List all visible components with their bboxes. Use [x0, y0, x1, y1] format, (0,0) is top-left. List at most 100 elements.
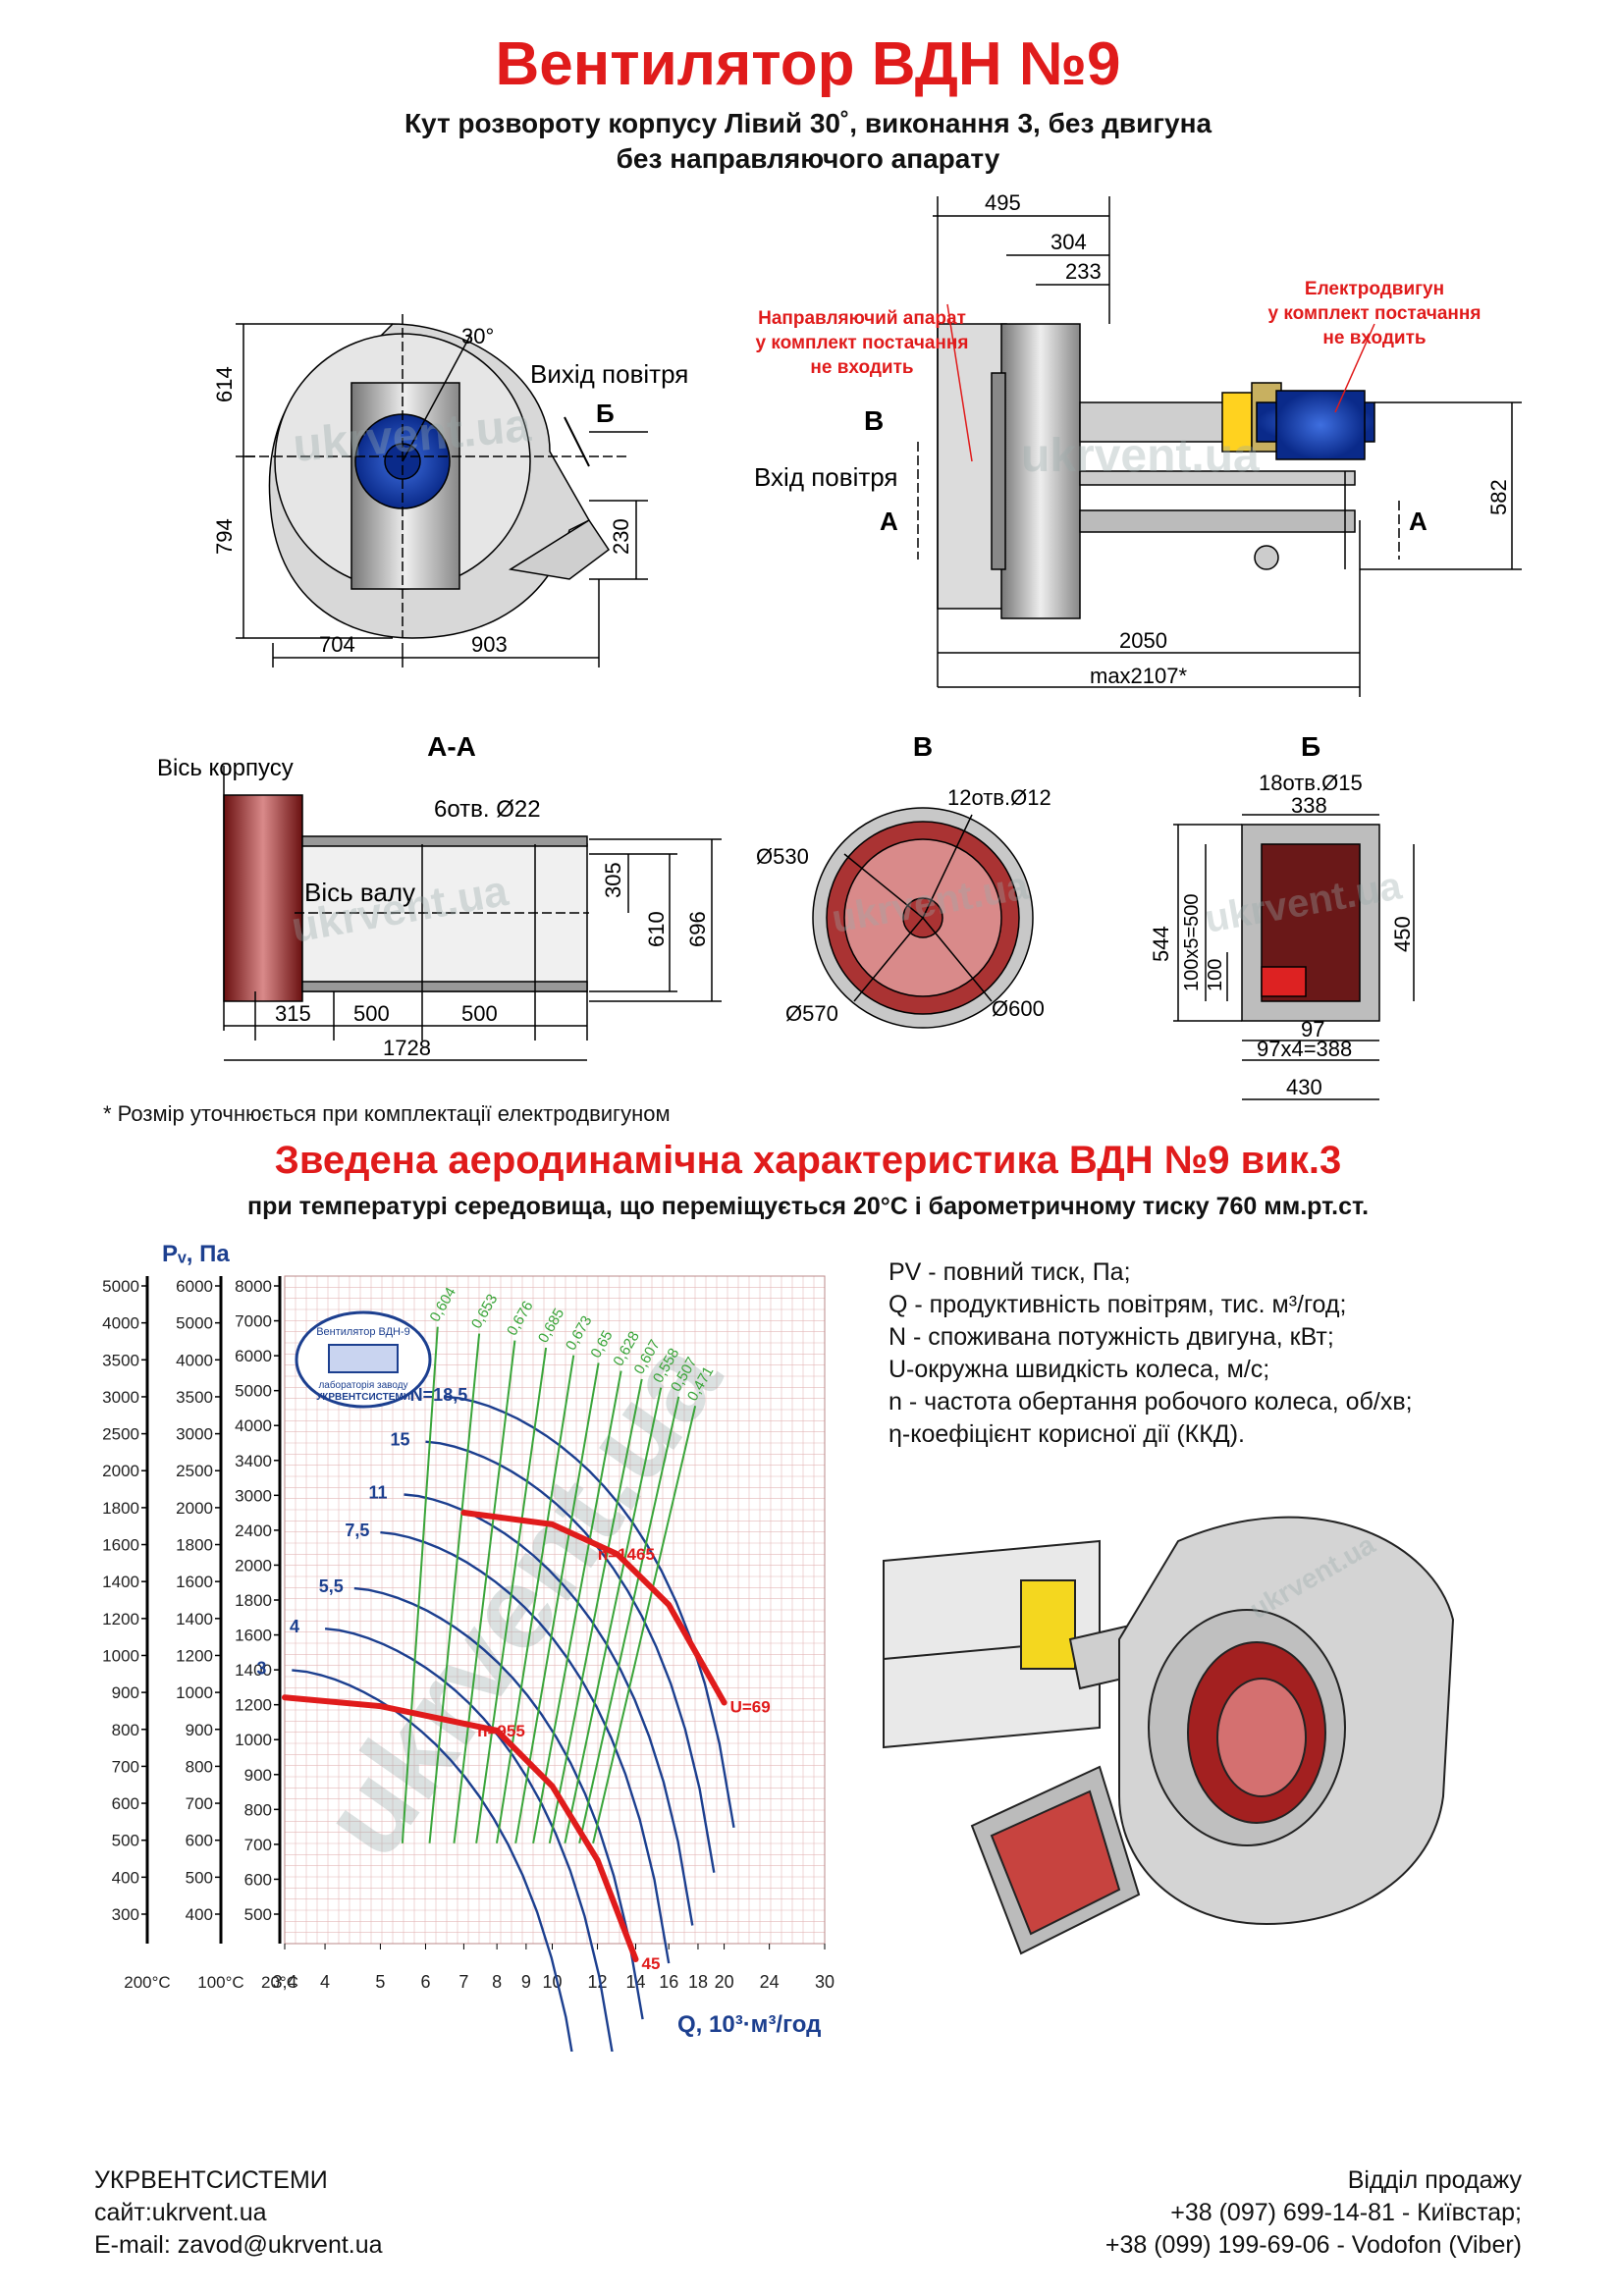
y-tick-label: 1600: [102, 1536, 139, 1555]
y-tick-label: 5000: [176, 1314, 213, 1333]
section-v-marker: В: [864, 405, 884, 436]
u-label: 45: [641, 1954, 660, 1973]
power-curve: [292, 1669, 573, 2052]
efficiency-line: [453, 1340, 516, 1843]
motor-note-2: у комплект постачання: [1268, 303, 1481, 324]
y-tick-label: 1400: [102, 1573, 139, 1591]
y-tick-label: 2000: [176, 1499, 213, 1518]
x-tick-label: 4: [320, 1972, 330, 1992]
y-tick-label: 1600: [176, 1573, 213, 1591]
legend-box: PV - повний тиск, Па; Q - продуктивність…: [889, 1256, 1413, 1451]
y-tick-label: 500: [244, 1905, 272, 1924]
email-link[interactable]: E-mail: zavod@ukrvent.ua: [94, 2231, 383, 2259]
y-tick-label: 900: [244, 1766, 272, 1785]
lab-logo-bottom: УКРВЕНТСИСТЕМИ: [316, 1392, 410, 1403]
efficiency-label: 0,685: [535, 1306, 567, 1346]
y-tick-label: 2500: [176, 1462, 213, 1480]
y-tick-label: 900: [186, 1721, 213, 1739]
phone-vodafone[interactable]: +38 (099) 199-69-06 - Vodofon (Viber): [1104, 2231, 1522, 2259]
legend-n: N - споживана потужність двигуна, кВт;: [889, 1323, 1334, 1351]
y-tick-label: 1800: [176, 1536, 213, 1555]
section-a-marker-left: А: [880, 507, 898, 536]
motor-note-3: не входить: [1322, 328, 1426, 348]
dim-704: 704: [319, 632, 355, 657]
dim-903: 903: [471, 632, 508, 657]
motor-note-1: Електродвигун: [1305, 279, 1444, 299]
power-label: 4: [290, 1617, 299, 1636]
y-tick-label: 3000: [102, 1388, 139, 1407]
power-label: 15: [390, 1430, 409, 1450]
guide-note-1: Направляючий апарат: [758, 308, 966, 329]
dim-696: 696: [685, 911, 710, 947]
y-tick-label: 3000: [176, 1425, 213, 1444]
y-tick-label: 3400: [235, 1452, 272, 1470]
y-tick-label: 1000: [102, 1646, 139, 1665]
y-tick-label: 400: [186, 1905, 213, 1924]
efficiency-line: [428, 1333, 481, 1843]
x-tick-label: 12: [588, 1972, 608, 1992]
axis-shaft-label: Вісь валу: [304, 878, 415, 907]
dim-97: 97: [1301, 1017, 1324, 1041]
subtitle-line-1: Кут розвороту корпусу Лівий 30˚, виконан…: [404, 108, 1212, 138]
dim-544: 544: [1149, 926, 1173, 962]
y-tick-label: 5000: [102, 1277, 139, 1296]
power-curve: [404, 1493, 694, 1926]
y-tick-label: 3500: [176, 1388, 213, 1407]
x-tick-label: 3,4: [272, 1972, 296, 1992]
dim-305: 305: [601, 862, 625, 898]
dim-2050: 2050: [1119, 628, 1167, 653]
power-label: 5,5: [319, 1576, 344, 1596]
efficiency-line: [592, 1406, 697, 1843]
y-tick-label: 600: [112, 1794, 139, 1813]
company-name: УКРВЕНТСИСТЕМИ: [94, 2166, 328, 2194]
dim-d530: Ø530: [756, 844, 809, 869]
lab-logo-top: Вентилятор ВДН-9: [316, 1326, 410, 1338]
speed-label: n=955: [477, 1722, 525, 1740]
dim-430: 430: [1286, 1075, 1322, 1099]
y-tick-label: 400: [112, 1868, 139, 1887]
dim-304: 304: [1050, 230, 1087, 254]
guide-note-3: не входить: [810, 357, 913, 378]
power-label: N=18,5: [410, 1385, 468, 1405]
y-tick-label: 300: [112, 1905, 139, 1924]
plot-frame: [284, 1275, 826, 1945]
efficiency-line: [401, 1326, 439, 1843]
dim-495: 495: [985, 190, 1021, 215]
section-aa-drawing: [223, 766, 722, 1061]
angle-label: 30°: [461, 324, 494, 348]
power-curve: [425, 1440, 716, 1873]
x-tick-label: 24: [760, 1972, 780, 1992]
aa-holes-label: 6отв. Ø22: [434, 796, 541, 823]
power-curve: [380, 1530, 671, 1964]
y-scale-name: 100°С: [197, 1973, 243, 1992]
dim-100x5: 100х5=500: [1181, 893, 1203, 991]
guide-note-2: у комплект постачання: [756, 333, 969, 353]
y-tick-label: 6000: [176, 1277, 213, 1296]
y-tick-label: 800: [244, 1800, 272, 1819]
legend-rpm: n - частота обертання робочого колеса, о…: [889, 1388, 1413, 1415]
dim-d600: Ø600: [992, 996, 1045, 1021]
efficiency-line: [578, 1396, 680, 1843]
y-tick-label: 1000: [176, 1683, 213, 1702]
axis-body-label: Вісь корпусу: [157, 755, 294, 781]
y-tick-label: 8000: [235, 1277, 272, 1296]
efficiency-line: [475, 1347, 548, 1843]
power-label: 11: [368, 1482, 387, 1502]
y-tick-label: 2000: [235, 1556, 272, 1575]
side-view: [917, 196, 1522, 697]
y-tick-label: 1600: [235, 1627, 272, 1645]
svg-text:ukrvent.ua: ukrvent.ua: [1021, 430, 1260, 482]
speed-curve: [282, 1694, 639, 1962]
phone-kyivstar[interactable]: +38 (097) 699-14-81 - Київстар;: [1170, 2199, 1522, 2226]
y-tick-label: 1200: [235, 1696, 272, 1715]
y-tick-label: 2400: [235, 1522, 272, 1540]
b-holes-label: 18отв.Ø15: [1259, 771, 1363, 795]
aero-chart: 5000400035003000250020001800160014001200…: [102, 1241, 835, 2052]
site-link[interactable]: сайт:ukrvent.ua: [94, 2199, 267, 2226]
y-tick-label: 500: [112, 1832, 139, 1850]
x-tick-label: 8: [492, 1972, 502, 1992]
power-curve: [445, 1395, 735, 1829]
dim-614: 614: [212, 366, 237, 402]
legend-eff: η-коефіцієнт корисної дії (ККД).: [889, 1420, 1245, 1448]
dim-230: 230: [609, 518, 633, 555]
